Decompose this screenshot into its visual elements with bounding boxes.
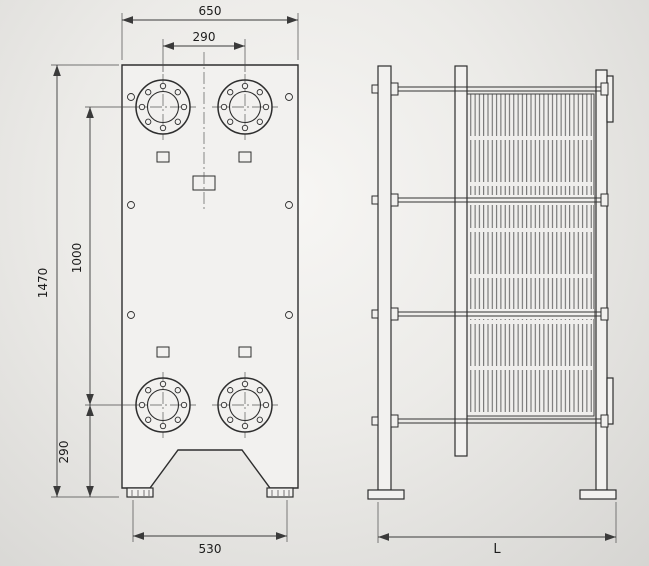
front-view: 650 290 1470 1000 290 (36, 4, 299, 556)
tie-bolt-row-lower (371, 307, 609, 321)
pressure-plate (454, 65, 468, 457)
dim-overall-width: 650 (121, 4, 299, 60)
tie-bolt-band-upper (467, 195, 594, 205)
dim-text-290-bottom: 290 (57, 441, 71, 464)
dim-port-to-base: 290 (57, 405, 94, 497)
side-foot-right (579, 489, 617, 500)
dim-text-1000: 1000 (70, 243, 84, 274)
plate-pack (466, 93, 595, 417)
fixed-frame-plate (377, 65, 392, 491)
side-view: L (367, 65, 617, 557)
frame-plate-outline (121, 64, 299, 489)
tie-bolt-band-lower (467, 309, 594, 319)
dim-length: L (377, 502, 617, 557)
edge-mounting-holes (127, 93, 293, 319)
dim-port-pitch: 1000 (70, 106, 130, 406)
tie-bolt-row-top (371, 82, 609, 96)
dim-text-650: 650 (199, 4, 222, 18)
dim-feet-span: 530 (132, 500, 288, 556)
foot-pad-right (266, 487, 294, 498)
dim-port-spacing: 290 (162, 30, 246, 72)
dim-text-530: 530 (199, 542, 222, 556)
side-foot-left (367, 489, 405, 500)
bracket-bottom-right (606, 377, 614, 425)
dim-overall-height: 1470 (36, 64, 119, 498)
dim-text-L: L (493, 542, 501, 557)
foot-pad-left (126, 487, 154, 498)
bracket-top-right (606, 75, 614, 123)
dim-text-1470: 1470 (36, 268, 50, 299)
dim-text-290-top: 290 (193, 30, 216, 44)
tie-bolt-row-bottom (371, 414, 609, 428)
tie-bolt-row-upper (371, 193, 609, 207)
